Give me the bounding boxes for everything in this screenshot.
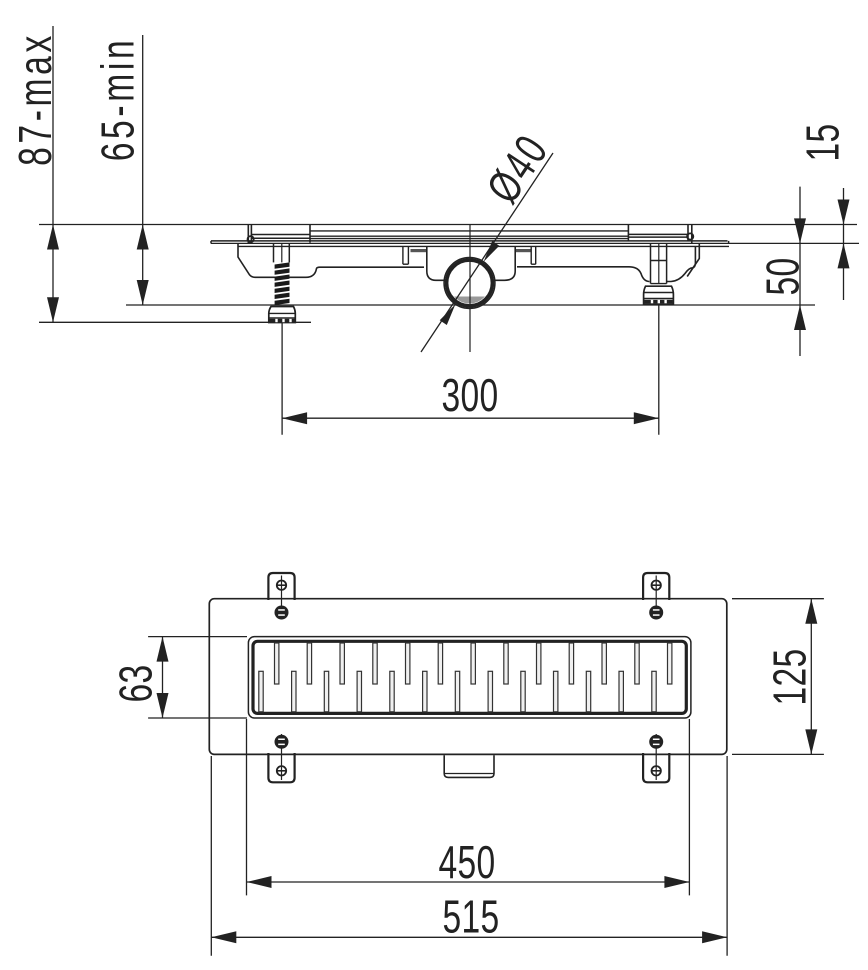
svg-text:65-min: 65-min	[92, 37, 143, 162]
svg-text:50: 50	[757, 257, 808, 295]
svg-text:87-max: 87-max	[10, 32, 61, 166]
svg-text:515: 515	[442, 891, 499, 942]
svg-text:125: 125	[764, 648, 815, 705]
svg-text:450: 450	[438, 837, 495, 888]
svg-text:300: 300	[441, 370, 498, 421]
svg-text:63: 63	[110, 664, 161, 702]
svg-text:15: 15	[797, 123, 848, 161]
